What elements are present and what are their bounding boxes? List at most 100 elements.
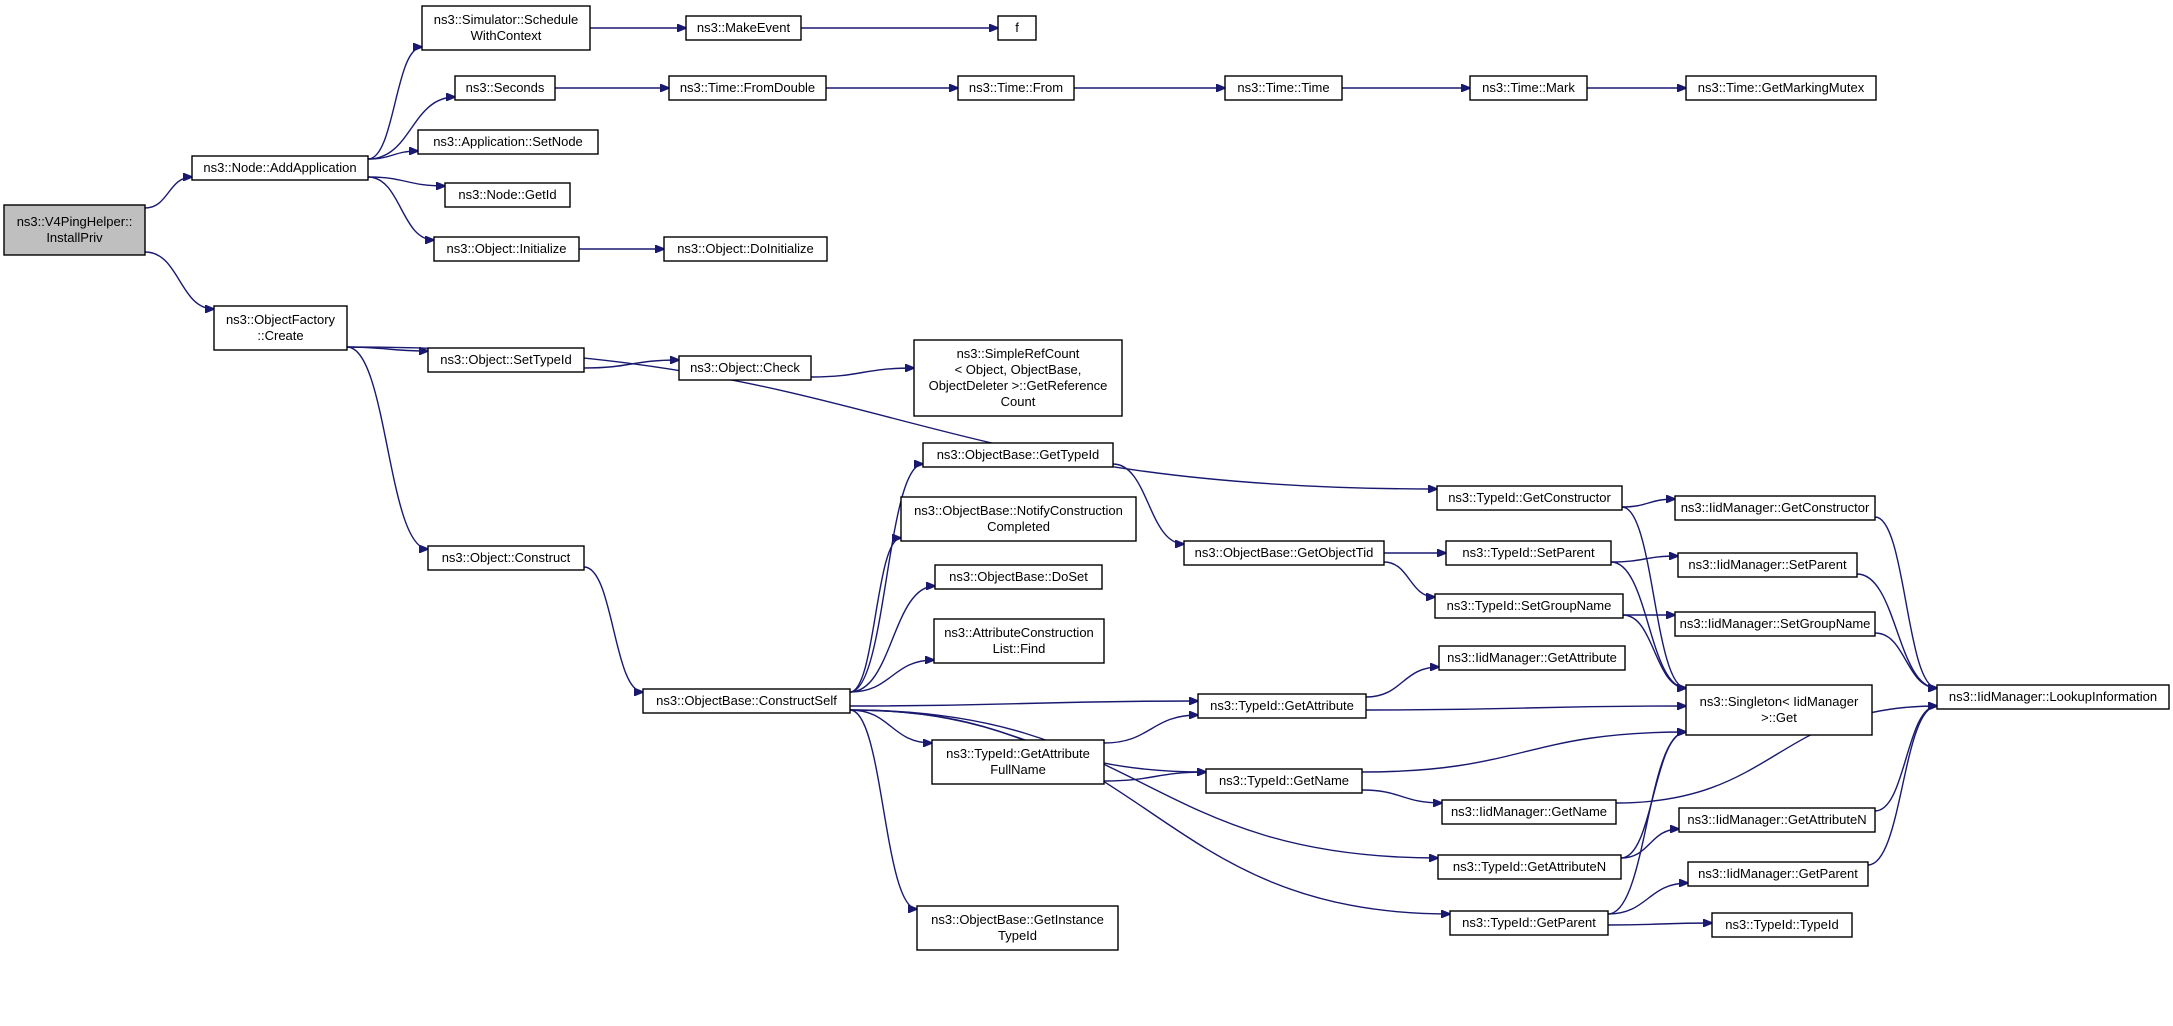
node-makeevent[interactable]: ns3::MakeEvent xyxy=(685,15,802,41)
node-t_getattr[interactable]: ns3::TypeId::GetAttribute xyxy=(1197,693,1367,719)
edge-check-to-refcount xyxy=(810,368,914,378)
edge-addapp-to-getid xyxy=(367,176,445,186)
node-box xyxy=(685,15,802,41)
node-label: ns3::TypeId::GetConstructor xyxy=(1448,490,1611,505)
node-fromdouble[interactable]: ns3::Time::FromDouble xyxy=(668,75,827,101)
node-t_getctor[interactable]: ns3::TypeId::GetConstructor xyxy=(1436,485,1623,511)
node-label: ns3::TypeId::GetParent xyxy=(1462,915,1596,930)
node-label: ns3::IidManager::GetParent xyxy=(1698,866,1858,881)
node-m_getattr[interactable]: ns3::IidManager::GetAttribute xyxy=(1438,645,1626,671)
node-t_setparent[interactable]: ns3::TypeId::SetParent xyxy=(1445,540,1612,566)
node-label: f xyxy=(1015,20,1019,35)
node-box xyxy=(931,739,1105,785)
node-f[interactable]: f xyxy=(997,15,1037,41)
node-label: >::Get xyxy=(1761,710,1797,725)
node-label: List::Find xyxy=(993,641,1046,656)
node-label: ::Create xyxy=(257,328,303,343)
node-check[interactable]: ns3::Object::Check xyxy=(678,355,812,381)
node-t_setgroup[interactable]: ns3::TypeId::SetGroupName xyxy=(1434,593,1624,619)
node-label: ns3::V4PingHelper:: xyxy=(17,214,133,229)
node-t_getname[interactable]: ns3::TypeId::GetName xyxy=(1205,768,1363,794)
node-t_typeid[interactable]: ns3::TypeId::TypeId xyxy=(1711,912,1853,938)
node-label: ns3::Application::SetNode xyxy=(433,134,583,149)
node-box xyxy=(1449,910,1609,936)
node-construct[interactable]: ns3::Object::Construct xyxy=(427,545,585,571)
node-m_getctor[interactable]: ns3::IidManager::GetConstructor xyxy=(1674,495,1876,521)
node-t_getparent[interactable]: ns3::TypeId::GetParent xyxy=(1449,910,1609,936)
node-label: < Object, ObjectBase, xyxy=(955,362,1082,377)
node-doset[interactable]: ns3::ObjectBase::DoSet xyxy=(934,564,1103,590)
node-box xyxy=(427,347,585,373)
nodes-layer: ns3::V4PingHelper::InstallPriv ns3::Node:… xyxy=(3,5,2170,951)
node-mutex[interactable]: ns3::Time::GetMarkingMutex xyxy=(1685,75,1877,101)
node-getobjtid[interactable]: ns3::ObjectBase::GetObjectTid xyxy=(1183,540,1385,566)
node-notify[interactable]: ns3::ObjectBase::NotifyConstructionCompl… xyxy=(900,496,1137,542)
node-constructself[interactable]: ns3::ObjectBase::ConstructSelf xyxy=(642,688,851,714)
node-m_setparent[interactable]: ns3::IidManager::SetParent xyxy=(1677,552,1858,578)
node-label: ns3::Time::FromDouble xyxy=(680,80,815,95)
node-box xyxy=(1674,611,1876,637)
edge-constructself-to-doset xyxy=(849,586,935,693)
node-label: ns3::ObjectFactory xyxy=(226,312,336,327)
edge-t_getattr-to-singleton xyxy=(1365,706,1686,711)
node-m_setgroup[interactable]: ns3::IidManager::SetGroupName xyxy=(1674,611,1876,637)
edge-t_getparent-to-m_getparent xyxy=(1607,883,1688,915)
edge-addapp-to-schedctx xyxy=(367,47,422,160)
node-timetime[interactable]: ns3::Time::Time xyxy=(1224,75,1343,101)
node-settypeid[interactable]: ns3::Object::SetTypeId xyxy=(427,347,585,373)
node-box xyxy=(1687,861,1869,887)
node-setnode[interactable]: ns3::Application::SetNode xyxy=(417,129,599,155)
node-singleton[interactable]: ns3::Singleton< IidManager>::Get xyxy=(1685,684,1873,736)
node-seconds[interactable]: ns3::Seconds xyxy=(454,75,556,101)
node-label: ns3::IidManager::SetGroupName xyxy=(1680,616,1871,631)
node-label: ns3::Object::Initialize xyxy=(447,241,567,256)
node-label: Count xyxy=(1001,394,1036,409)
node-from[interactable]: ns3::Time::From xyxy=(957,75,1075,101)
edge-v4ping-to-addapp xyxy=(144,177,192,209)
node-box xyxy=(668,75,827,101)
node-box xyxy=(1677,552,1858,578)
node-m_getattrn[interactable]: ns3::IidManager::GetAttributeN xyxy=(1678,807,1876,833)
node-box xyxy=(678,355,812,381)
node-addapp[interactable]: ns3::Node::AddApplication xyxy=(191,155,369,181)
node-label: ns3::ObjectBase::GetObjectTid xyxy=(1195,545,1374,560)
node-label: ns3::IidManager::LookupInformation xyxy=(1949,689,2157,704)
node-create[interactable]: ns3::ObjectFactory::Create xyxy=(213,305,348,351)
node-label: ObjectDeleter >::GetReference xyxy=(929,378,1108,393)
node-m_getparent[interactable]: ns3::IidManager::GetParent xyxy=(1687,861,1869,887)
node-v4ping[interactable]: ns3::V4PingHelper::InstallPriv xyxy=(3,204,146,256)
node-refcount[interactable]: ns3::SimpleRefCount< Object, ObjectBase,… xyxy=(913,339,1123,417)
node-init[interactable]: ns3::Object::Initialize xyxy=(433,236,580,262)
node-box xyxy=(1438,645,1626,671)
node-mark[interactable]: ns3::Time::Mark xyxy=(1469,75,1588,101)
node-box xyxy=(916,905,1119,951)
node-label: ns3::Object::Construct xyxy=(442,550,571,565)
node-box xyxy=(1674,495,1876,521)
edge-getattrfull-to-t_getname xyxy=(1103,772,1206,782)
edge-constructself-to-ob_gettypeid xyxy=(849,464,923,693)
node-m_getname[interactable]: ns3::IidManager::GetName xyxy=(1441,799,1617,825)
node-t_getattrn[interactable]: ns3::TypeId::GetAttributeN xyxy=(1437,854,1622,880)
node-doinit[interactable]: ns3::Object::DoInitialize xyxy=(663,236,828,262)
node-label: Completed xyxy=(987,519,1050,534)
node-box xyxy=(1436,485,1623,511)
node-label: ns3::ObjectBase::GetTypeId xyxy=(937,447,1100,462)
node-box xyxy=(444,182,571,208)
node-lookup[interactable]: ns3::IidManager::LookupInformation xyxy=(1936,684,2170,710)
node-label: ns3::Time::From xyxy=(969,80,1063,95)
node-ob_gettypeid[interactable]: ns3::ObjectBase::GetTypeId xyxy=(922,442,1114,468)
node-label: TypeId xyxy=(998,928,1037,943)
node-label: ns3::TypeId::TypeId xyxy=(1725,917,1838,932)
node-label: InstallPriv xyxy=(46,230,103,245)
node-box xyxy=(433,236,580,262)
edge-getattrfull-to-t_getattr xyxy=(1103,715,1198,744)
node-box xyxy=(1685,75,1877,101)
node-box xyxy=(1205,768,1363,794)
node-label: ns3::IidManager::GetAttributeN xyxy=(1687,812,1866,827)
edge-addapp-to-setnode xyxy=(367,151,418,160)
node-getid[interactable]: ns3::Node::GetId xyxy=(444,182,571,208)
